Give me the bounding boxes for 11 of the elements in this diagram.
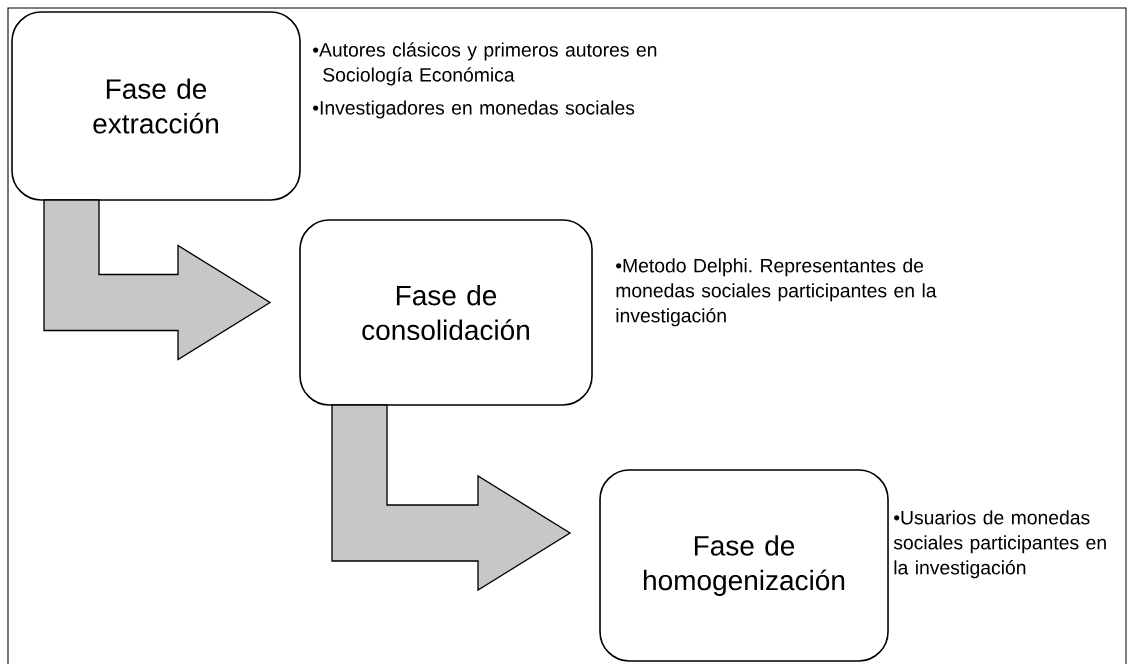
bullet-list: •Metodo Delphi. Representantes de monedas sociales participantes en la investigación xyxy=(616,258,937,327)
block-arrow xyxy=(43,199,272,361)
phase-box xyxy=(599,469,889,662)
block-arrow xyxy=(331,404,572,592)
phase-title: Fase de consolidación xyxy=(362,284,529,341)
phase-box xyxy=(11,11,301,201)
phase-title: Fase de homogenización xyxy=(644,535,845,596)
phase-title: Fase de extracción xyxy=(93,78,218,134)
bullet-list: •Autores clásicos y primeros autores en Sociología Económica •Investigadores en monedas sociales xyxy=(313,42,657,119)
phase-box xyxy=(299,219,593,406)
bullet-list: •Usuarios de monedas sociales participantes en la investigación xyxy=(893,510,1106,579)
